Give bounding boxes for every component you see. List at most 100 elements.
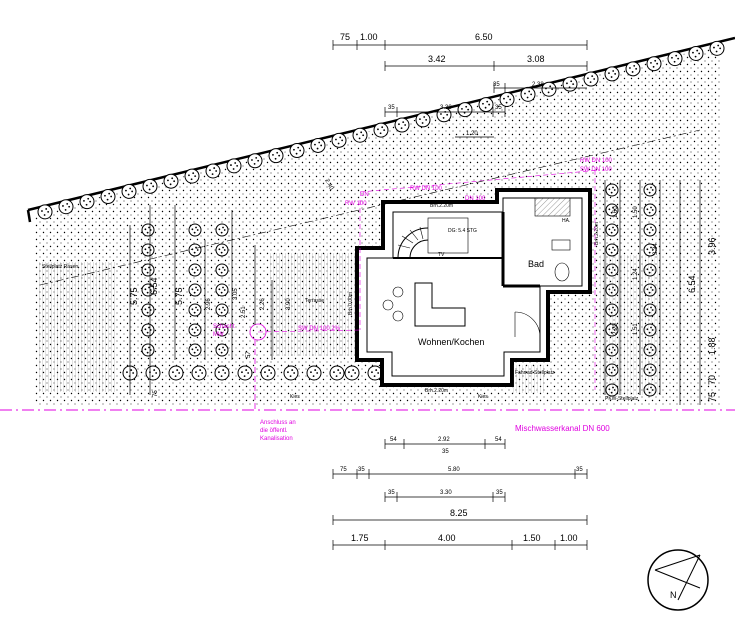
tree-dot: [549, 85, 552, 88]
bottom-dim-3a: 35: [388, 490, 395, 496]
tree-icon: [58, 199, 74, 215]
tree-icon: [79, 194, 95, 210]
tree-icon: [457, 102, 473, 118]
tree-dot: [613, 189, 616, 191]
tree-dot: [193, 291, 196, 294]
tree-icon: [188, 243, 202, 257]
tree-dot: [144, 328, 147, 331]
tree-dot: [223, 349, 226, 351]
tree-dot: [287, 371, 289, 374]
tree-icon: [191, 365, 207, 381]
tree-dot: [646, 188, 649, 191]
tree-dot: [167, 179, 169, 182]
tree-dot: [196, 349, 199, 351]
anschluss-label-3: Kanalisation: [260, 436, 293, 442]
tree-dot: [89, 200, 92, 203]
tree-dot: [126, 371, 128, 374]
tree-dot: [610, 76, 613, 78]
tree-dot: [223, 289, 226, 291]
tree-dot: [220, 311, 223, 314]
tree-dot: [312, 375, 315, 378]
right-dim-7: 3.34: [653, 243, 659, 255]
tree-icon: [237, 365, 253, 381]
bottom-dimensions: 54 2.92 54 35 75 35 5.80 35 35 3.30 35 8…: [332, 437, 588, 550]
tree-dot: [148, 188, 151, 191]
tree-dot: [593, 78, 596, 80]
tree-icon: [214, 365, 230, 381]
tree-dot: [178, 372, 181, 374]
tree-dot: [572, 83, 575, 86]
tree-icon: [215, 343, 229, 357]
tree-dot: [132, 372, 135, 374]
tree-dot: [213, 167, 216, 169]
living-room-label: Wohnen/Kochen: [418, 337, 484, 347]
tree-dot: [608, 248, 611, 251]
top-dim-5a: 1.20: [466, 131, 478, 137]
tree-icon: [188, 283, 202, 297]
right-dim-8: 1.24: [633, 268, 639, 280]
tree-dot: [215, 170, 218, 172]
brh-top-label: Brh.2.20m: [430, 203, 453, 209]
tree-dot: [174, 375, 177, 378]
hedge-row: [37, 40, 725, 220]
tree-dot: [648, 191, 651, 194]
tree-dot: [648, 231, 651, 234]
tree-dot: [551, 88, 554, 91]
tree-dot: [570, 80, 573, 83]
tree-dot: [613, 229, 616, 231]
tree-icon: [247, 153, 263, 169]
tree-dot: [152, 185, 155, 188]
bottom-dim-3b: 3.30: [440, 490, 452, 496]
tree-icon: [184, 168, 200, 184]
tree-icon: [541, 81, 557, 97]
tree-dot: [612, 246, 614, 249]
bottom-dim-5b: 4.00: [438, 533, 456, 543]
tree-dot: [196, 229, 199, 231]
tree-dot: [220, 231, 223, 234]
tree-dot: [194, 175, 197, 178]
tree-dot: [197, 375, 200, 378]
tree-dot: [651, 189, 654, 191]
tree-dot: [526, 96, 529, 99]
tree-dot: [146, 291, 149, 294]
tree-dot: [130, 369, 133, 371]
tree-dot: [104, 194, 106, 197]
house: DG: 5.4 STG TV Bad HA. Wohnen/Kochen Brh…: [348, 188, 600, 394]
sewer-label: Mischwasserkanal DN 600: [515, 424, 610, 433]
stair-label: DG: 5.4 STG: [448, 228, 477, 234]
tree-dot: [144, 268, 147, 271]
tree-dot: [191, 308, 194, 311]
tree-dot: [612, 206, 614, 209]
tree-dot: [144, 228, 147, 231]
tree-dot: [335, 375, 338, 378]
tree-dot: [371, 371, 373, 374]
tree-dot: [153, 369, 156, 371]
tree-dot: [222, 246, 224, 249]
schacht-label-2: MW: [213, 332, 224, 338]
tree-dot: [176, 369, 179, 371]
tree-dot: [608, 72, 610, 75]
tree-dot: [379, 132, 382, 135]
tree-dot: [654, 59, 657, 62]
tree-dot: [220, 291, 223, 294]
tree-icon: [188, 223, 202, 237]
tree-dot: [270, 372, 273, 374]
tree-dot: [423, 116, 426, 118]
tree-dot: [362, 134, 365, 137]
tree-dot: [106, 198, 109, 201]
tv-label: TV: [438, 252, 445, 258]
tree-dot: [377, 128, 379, 131]
tree-dot: [222, 226, 224, 229]
tree-dot: [610, 231, 613, 234]
tree-dot: [442, 117, 445, 119]
right-lawn: PKW-Stellplatz: [600, 255, 660, 402]
tree-dot: [646, 248, 649, 251]
tree-dot: [125, 189, 127, 192]
tree-icon: [121, 183, 137, 199]
tree-dot: [505, 101, 508, 104]
tree-dot: [218, 228, 221, 231]
bottom-dim-3c: 35: [496, 490, 503, 496]
left-dim-4: 2.96: [206, 298, 212, 310]
left-dim-1: 6.54: [149, 277, 159, 295]
tree-dot: [195, 346, 197, 349]
